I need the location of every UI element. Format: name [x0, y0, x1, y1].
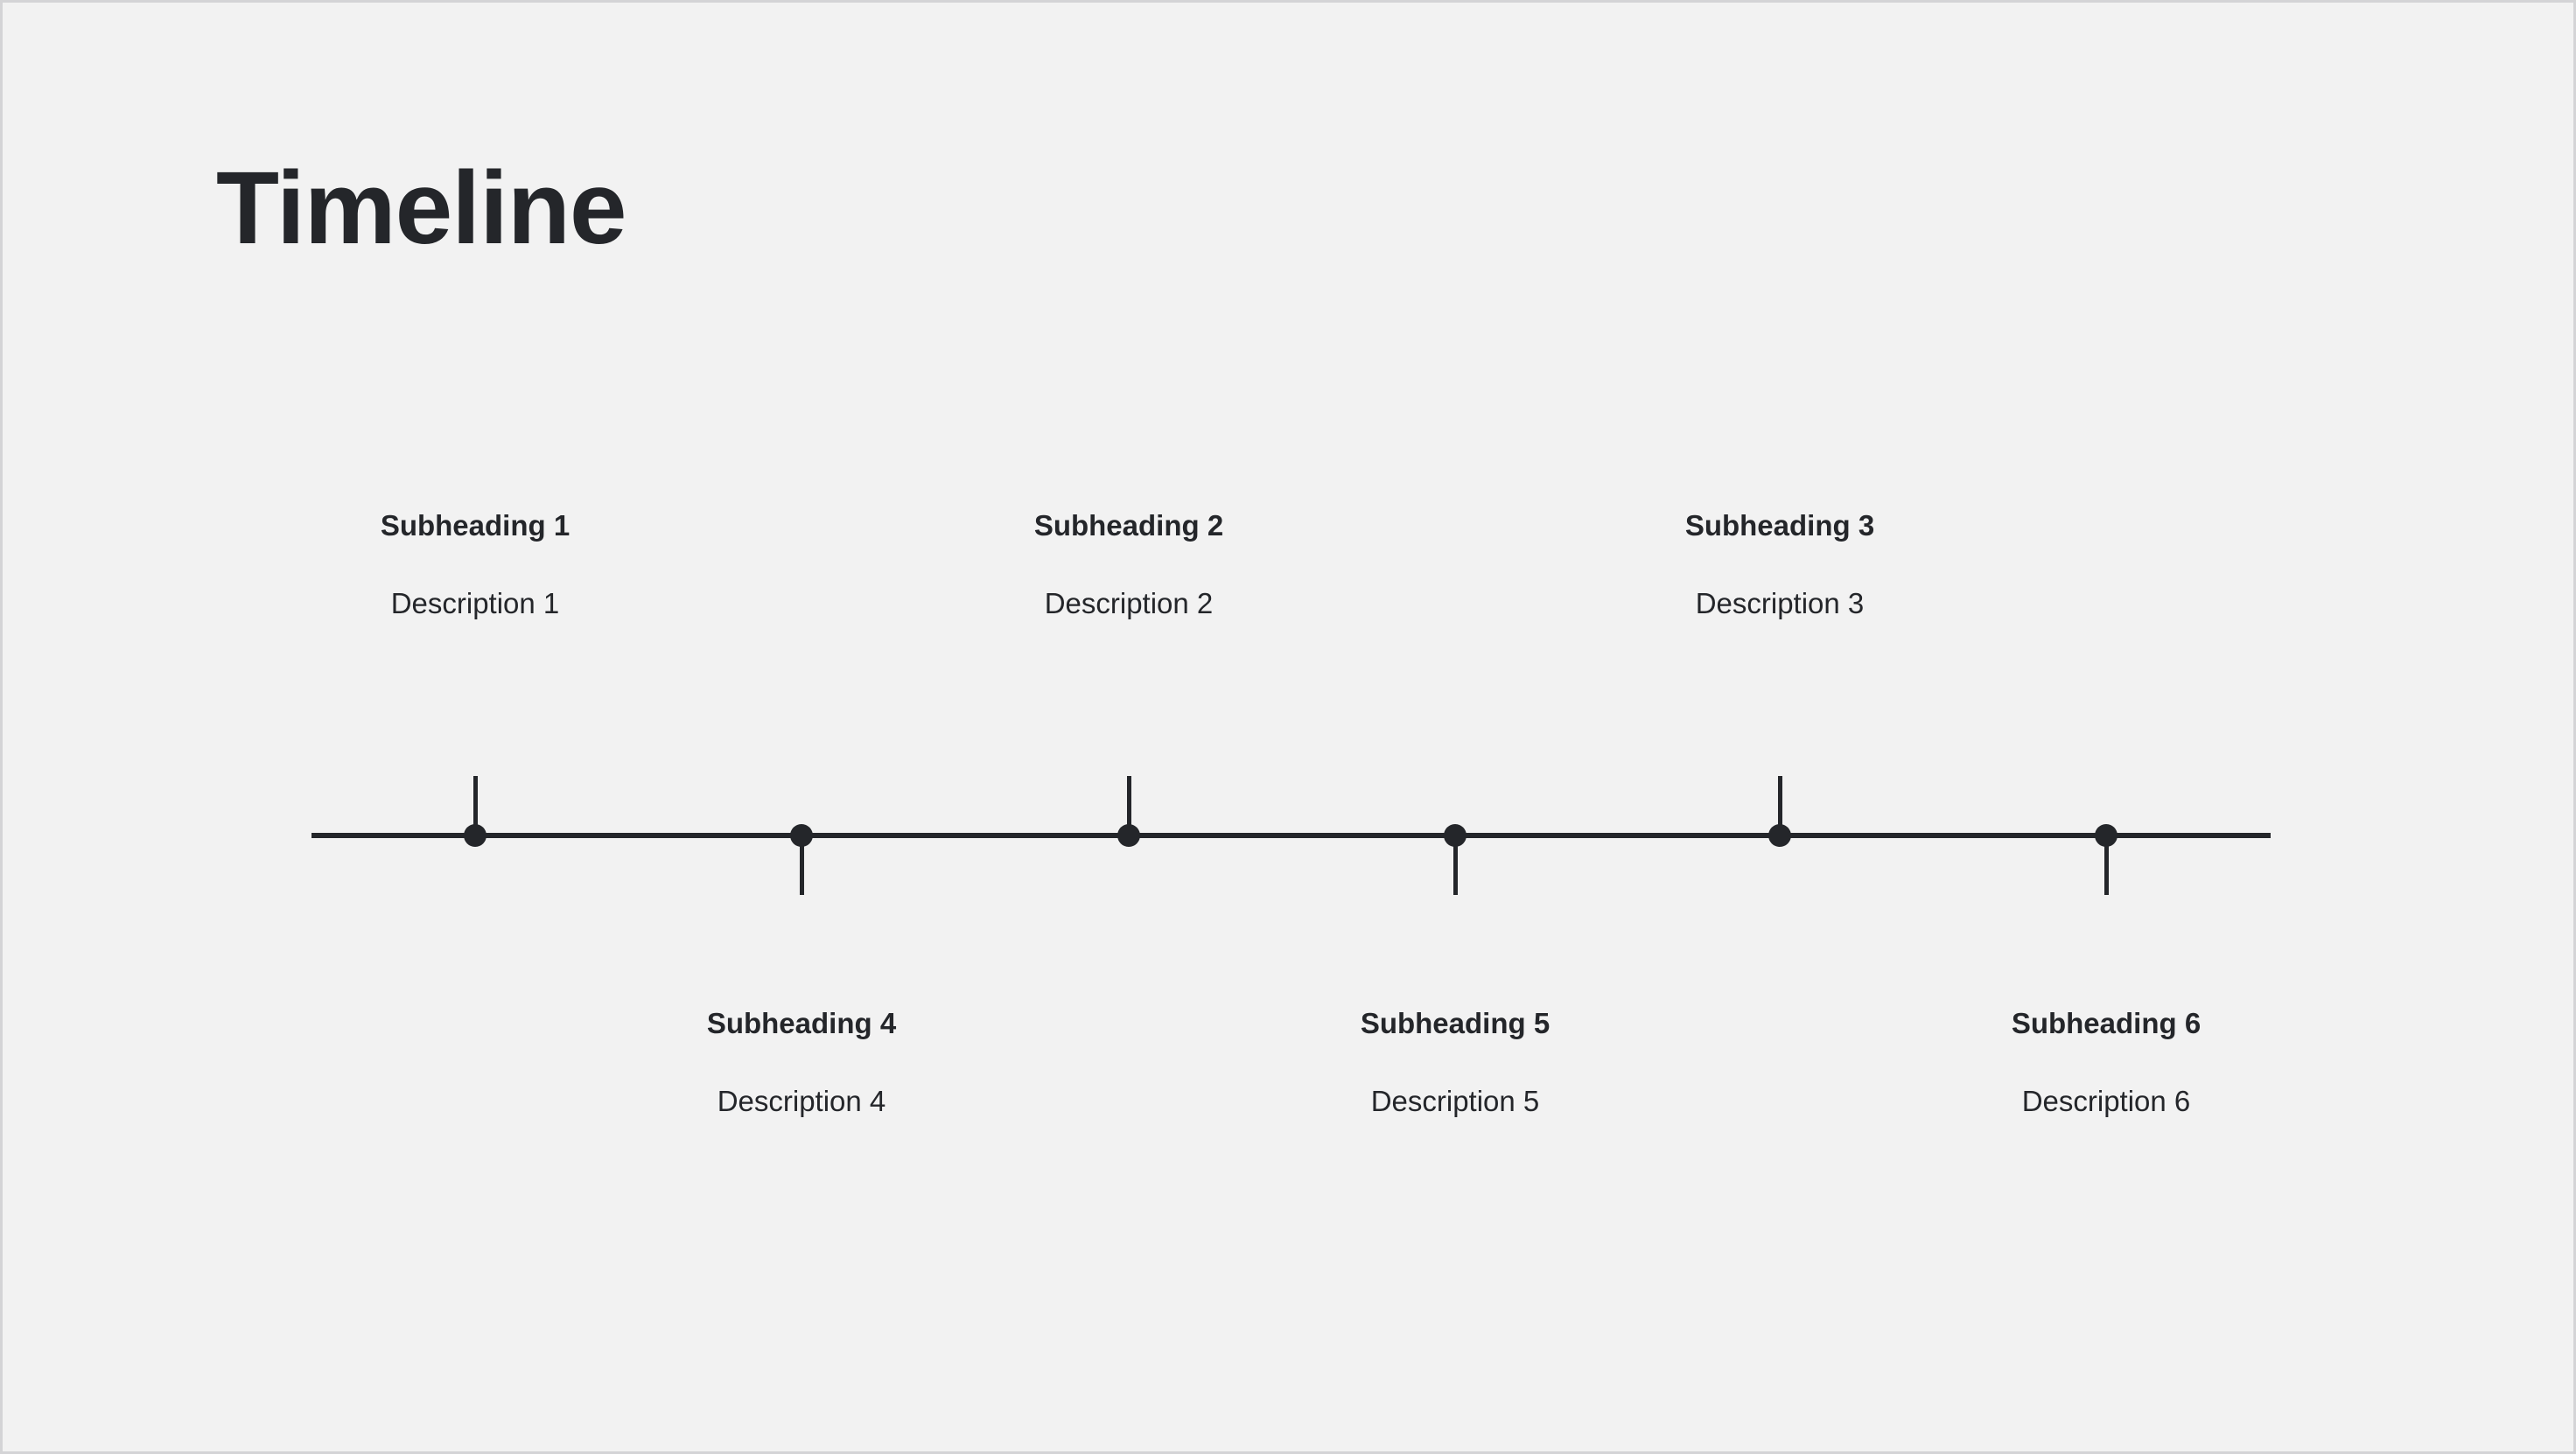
milestone-subheading-1: Subheading 1: [380, 509, 570, 542]
milestone-tick-3: [1127, 776, 1131, 837]
milestone-tick-6: [2104, 834, 2109, 895]
milestone-subheading-3: Subheading 2: [1033, 509, 1224, 542]
milestone-dot-2[interactable]: [790, 824, 813, 847]
milestone-tick-2: [800, 834, 804, 895]
milestone-tick-4: [1453, 834, 1458, 895]
milestone-description-4: Description 5: [1370, 1085, 1540, 1118]
milestone-description-2: Description 4: [717, 1085, 886, 1118]
milestone-label-5: Subheading 3 Description 3: [1508, 508, 2051, 622]
milestone-subheading-6: Subheading 6: [2011, 1007, 2202, 1039]
milestone-dot-4[interactable]: [1444, 824, 1466, 847]
milestone-label-3: Subheading 2 Description 2: [858, 508, 1400, 622]
milestone-subheading-5: Subheading 3: [1684, 509, 1875, 542]
milestone-label-6: Subheading 6 Description 6: [1835, 1006, 2377, 1120]
milestone-description-6: Description 6: [2021, 1085, 2191, 1118]
milestone-label-1: Subheading 1 Description 1: [204, 508, 746, 622]
milestone-tick-1: [473, 776, 478, 837]
timeline-axis-line: [312, 833, 2271, 838]
milestone-dot-6[interactable]: [2095, 824, 2118, 847]
milestone-label-2: Subheading 4 Description 4: [530, 1006, 1073, 1120]
page-title: Timeline: [216, 150, 627, 266]
milestone-dot-5[interactable]: [1768, 824, 1791, 847]
milestone-description-3: Description 2: [1044, 587, 1214, 620]
milestone-dot-3[interactable]: [1117, 824, 1140, 847]
milestone-dot-1[interactable]: [464, 824, 486, 847]
milestone-label-4: Subheading 5 Description 5: [1184, 1006, 1726, 1120]
timeline-graphic: Subheading 1 Description 1 Subheading 4 Des…: [3, 3, 2573, 1451]
milestone-subheading-2: Subheading 4: [706, 1007, 897, 1039]
milestone-subheading-4: Subheading 5: [1360, 1007, 1550, 1039]
milestone-tick-5: [1778, 776, 1782, 837]
milestone-description-1: Description 1: [390, 587, 560, 620]
milestone-description-5: Description 3: [1695, 587, 1865, 620]
